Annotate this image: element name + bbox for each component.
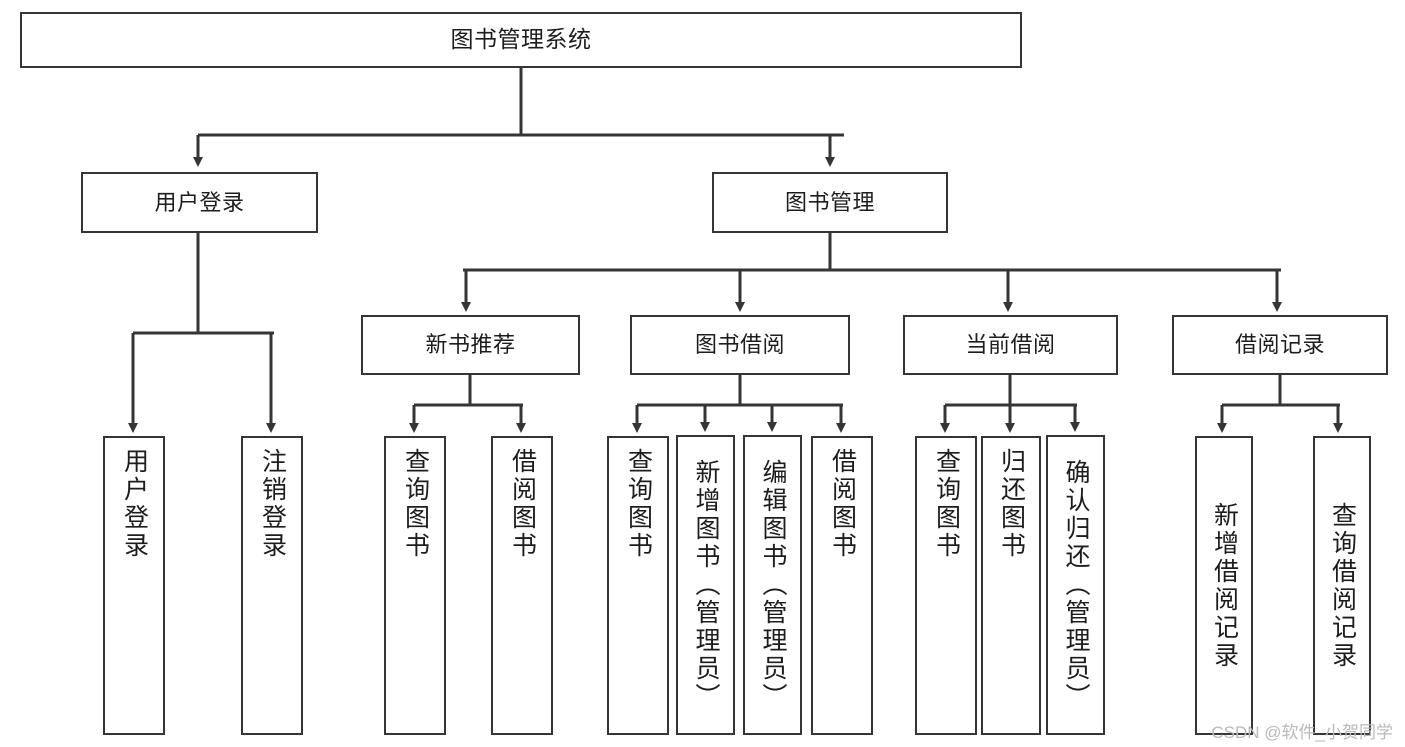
leaf-user-login-label: 用户登录 [120,448,149,560]
node-current-borrow[interactable]: 当前借阅 [903,315,1118,375]
leaf-add-borrow-record-label: 新增借阅记录 [1210,501,1239,670]
node-borrow-record[interactable]: 借阅记录 [1172,315,1388,375]
leaf-query-book-3-label: 查询图书 [932,448,961,560]
node-borrow-record-label: 借阅记录 [1234,332,1325,358]
leaf-query-book-2[interactable]: 查询图书 [607,436,669,735]
leaf-query-book-2-label: 查询图书 [624,448,653,560]
node-user-login-label: 用户登录 [154,189,245,215]
node-new-book-recommend[interactable]: 新书推荐 [361,315,580,375]
node-user-login[interactable]: 用户登录 [81,172,318,233]
leaf-user-login[interactable]: 用户登录 [103,436,165,735]
leaf-edit-book-admin-label: 编辑图书（管理员） [759,459,787,711]
leaf-query-book-1[interactable]: 查询图书 [384,436,446,735]
node-new-book-recommend-label: 新书推荐 [425,332,516,358]
watermark-text: CSDN @软件_小贺同学 [1211,723,1393,742]
leaf-logout[interactable]: 注销登录 [241,436,303,735]
leaf-borrow-book-1-label: 借阅图书 [508,448,537,560]
leaf-borrow-book-1[interactable]: 借阅图书 [491,436,553,735]
node-root-label: 图书管理系统 [450,26,592,53]
leaf-query-borrow-record-label: 查询借阅记录 [1328,501,1357,670]
leaf-query-borrow-record[interactable]: 查询借阅记录 [1313,436,1371,735]
leaf-logout-label: 注销登录 [258,448,287,560]
leaf-add-book-admin-label: 新增图书（管理员） [692,459,720,711]
node-book-manage[interactable]: 图书管理 [712,172,948,233]
leaf-add-borrow-record[interactable]: 新增借阅记录 [1195,436,1253,735]
leaf-return-book-label: 归还图书 [997,448,1026,560]
leaf-edit-book-admin[interactable]: 编辑图书（管理员） [743,435,802,735]
leaf-confirm-return-admin-label: 确认归还（管理员） [1062,459,1090,711]
leaf-add-book-admin[interactable]: 新增图书（管理员） [676,435,735,735]
node-book-manage-label: 图书管理 [784,189,875,215]
node-book-borrow-label: 图书借阅 [694,332,785,358]
node-current-borrow-label: 当前借阅 [965,332,1056,358]
node-root[interactable]: 图书管理系统 [20,12,1022,68]
leaf-borrow-book-2-label: 借阅图书 [828,448,857,560]
leaf-borrow-book-2[interactable]: 借阅图书 [811,436,873,735]
leaf-confirm-return-admin[interactable]: 确认归还（管理员） [1046,435,1105,735]
node-book-borrow[interactable]: 图书借阅 [630,315,850,375]
leaf-query-book-1-label: 查询图书 [401,448,430,560]
leaf-query-book-3[interactable]: 查询图书 [915,436,977,735]
leaf-return-book[interactable]: 归还图书 [981,436,1041,735]
